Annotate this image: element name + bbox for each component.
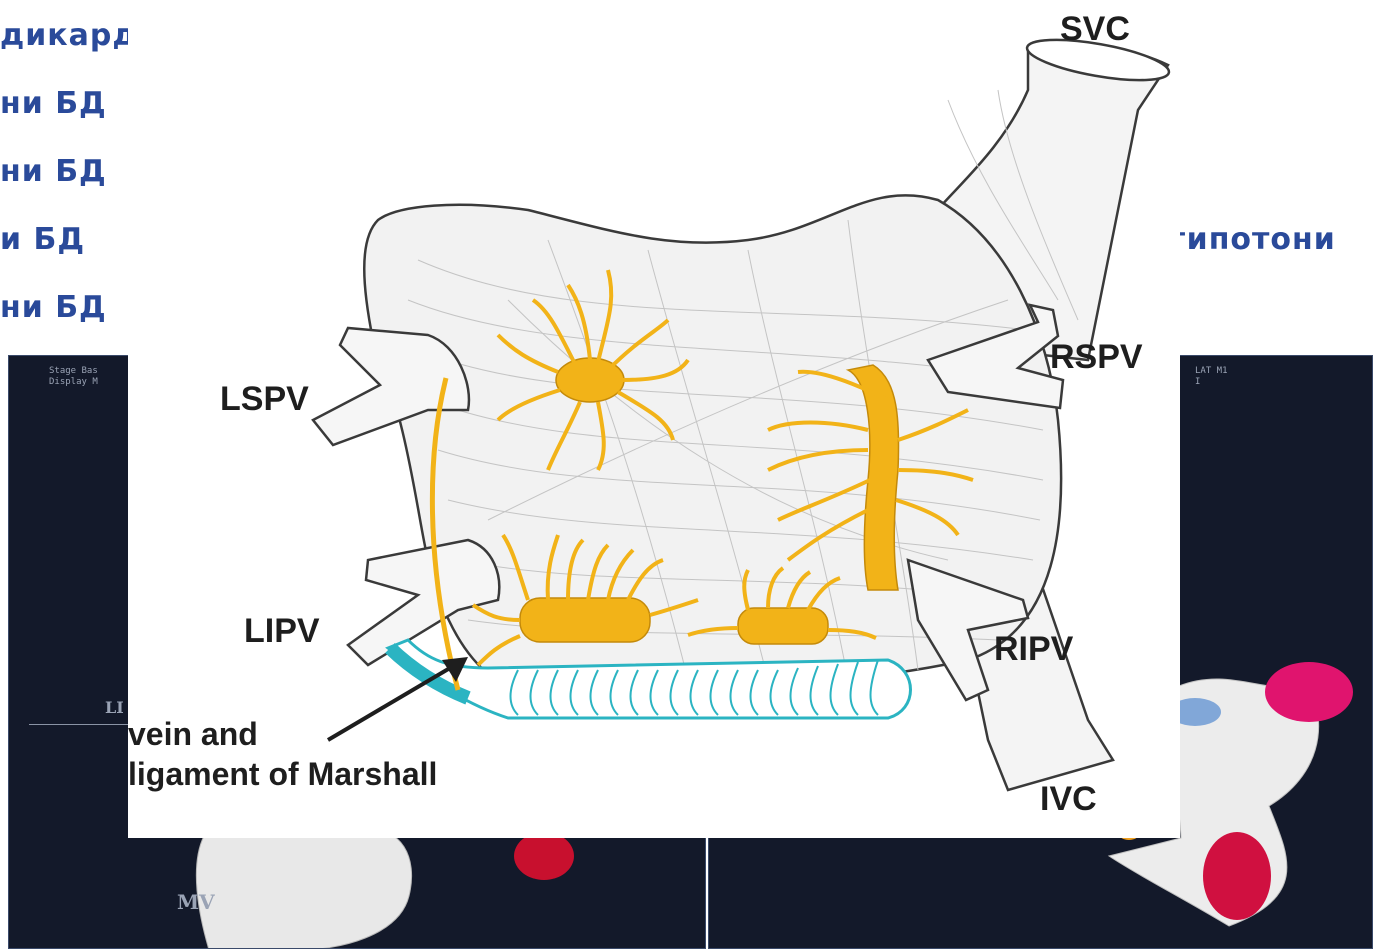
background-text-line-5: ни БД: [0, 290, 107, 325]
inferior-left-gp: [520, 598, 650, 642]
label-rspv: RSPV: [1050, 338, 1143, 377]
background-text-line-3: ни БД: [0, 154, 107, 189]
left-atrium-diagram: [128, 0, 1180, 838]
label-lspv: LSPV: [220, 380, 309, 419]
label-lipv: LIPV: [244, 612, 320, 651]
caption-line-1: vein and: [128, 716, 258, 753]
diagram-card: SVC RSPV LSPV LIPV RIPV IVC vein and lig…: [128, 0, 1180, 838]
background-text-line-1: дикард: [0, 18, 138, 53]
inferior-right-gp: [738, 608, 828, 644]
background-text-line-2: ни БД: [0, 86, 107, 121]
mv-label: MV: [177, 890, 215, 914]
background-text-line-4: и БД: [0, 222, 85, 257]
caption-line-2: ligament of Marshall: [128, 756, 437, 793]
label-ripv: RIPV: [994, 630, 1073, 669]
label-svc: SVC: [1060, 10, 1130, 49]
background-text-right-fragment: гипотони: [1170, 222, 1336, 257]
marshall-arrow-line: [328, 668, 450, 740]
label-ivc: IVC: [1040, 780, 1097, 819]
